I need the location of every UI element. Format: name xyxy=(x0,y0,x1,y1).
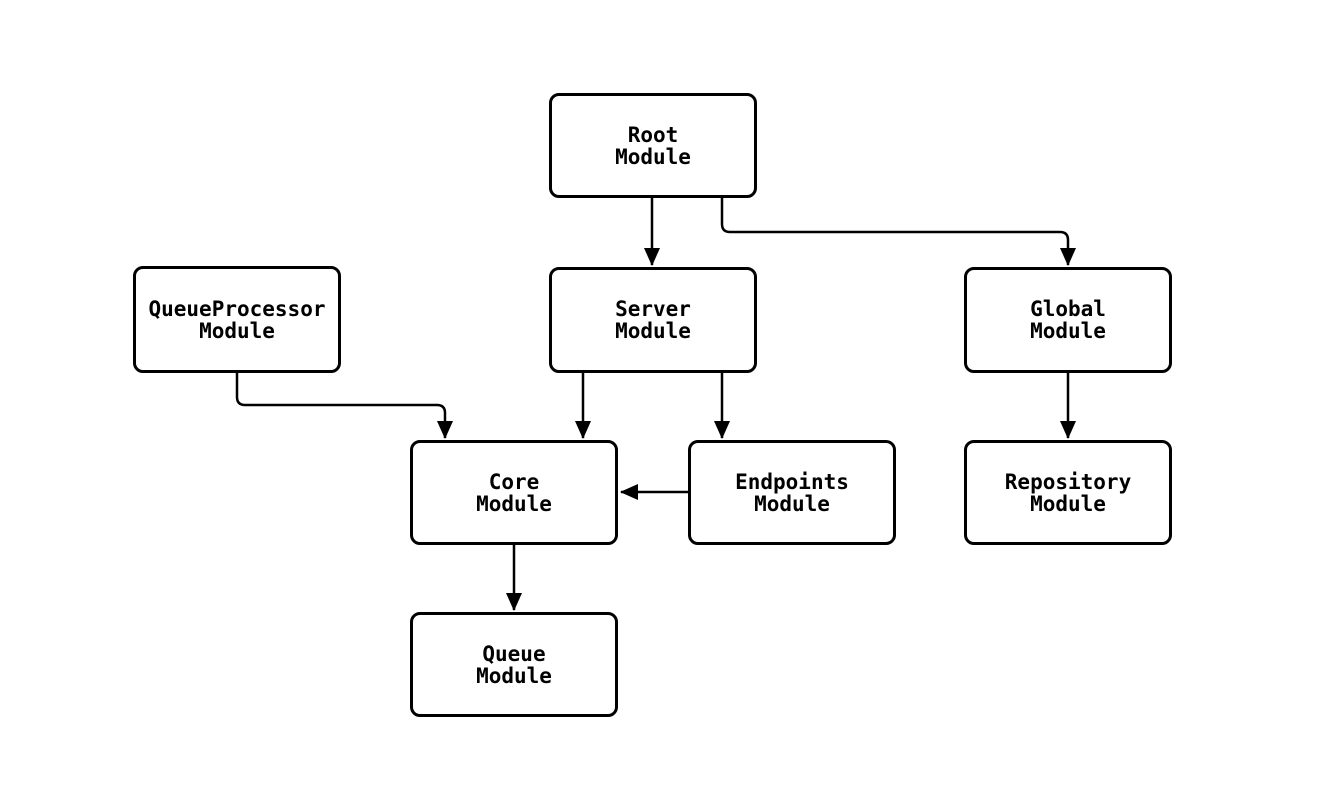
node-server-module-label: Server Module xyxy=(615,297,691,343)
node-endpoints-module-label: Endpoints Module xyxy=(735,469,849,516)
node-root-module: Root Module xyxy=(549,93,757,198)
node-queue-module-label: Queue Module xyxy=(476,641,552,688)
node-queueprocessor-module-label: QueueProcessor Module xyxy=(148,296,326,343)
node-core-module: Core Module xyxy=(410,440,618,545)
node-server-module: Server Module xyxy=(549,267,757,373)
node-repository-module: Repository Module xyxy=(964,440,1172,545)
node-core-module-label: Core Module xyxy=(476,469,552,516)
node-endpoints-module: Endpoints Module xyxy=(688,440,896,545)
node-repository-module-label: Repository Module xyxy=(1004,469,1132,516)
node-global-module: Global Module xyxy=(964,267,1172,373)
node-root-module-label: Root Module xyxy=(615,122,691,169)
edge-queueprocessor-to-core xyxy=(235,373,453,439)
node-queueprocessor-module: QueueProcessor Module xyxy=(133,266,341,373)
edge-root-to-global xyxy=(720,198,1076,266)
node-global-module-label: Global Module xyxy=(1030,297,1106,343)
node-queue-module: Queue Module xyxy=(410,612,618,717)
